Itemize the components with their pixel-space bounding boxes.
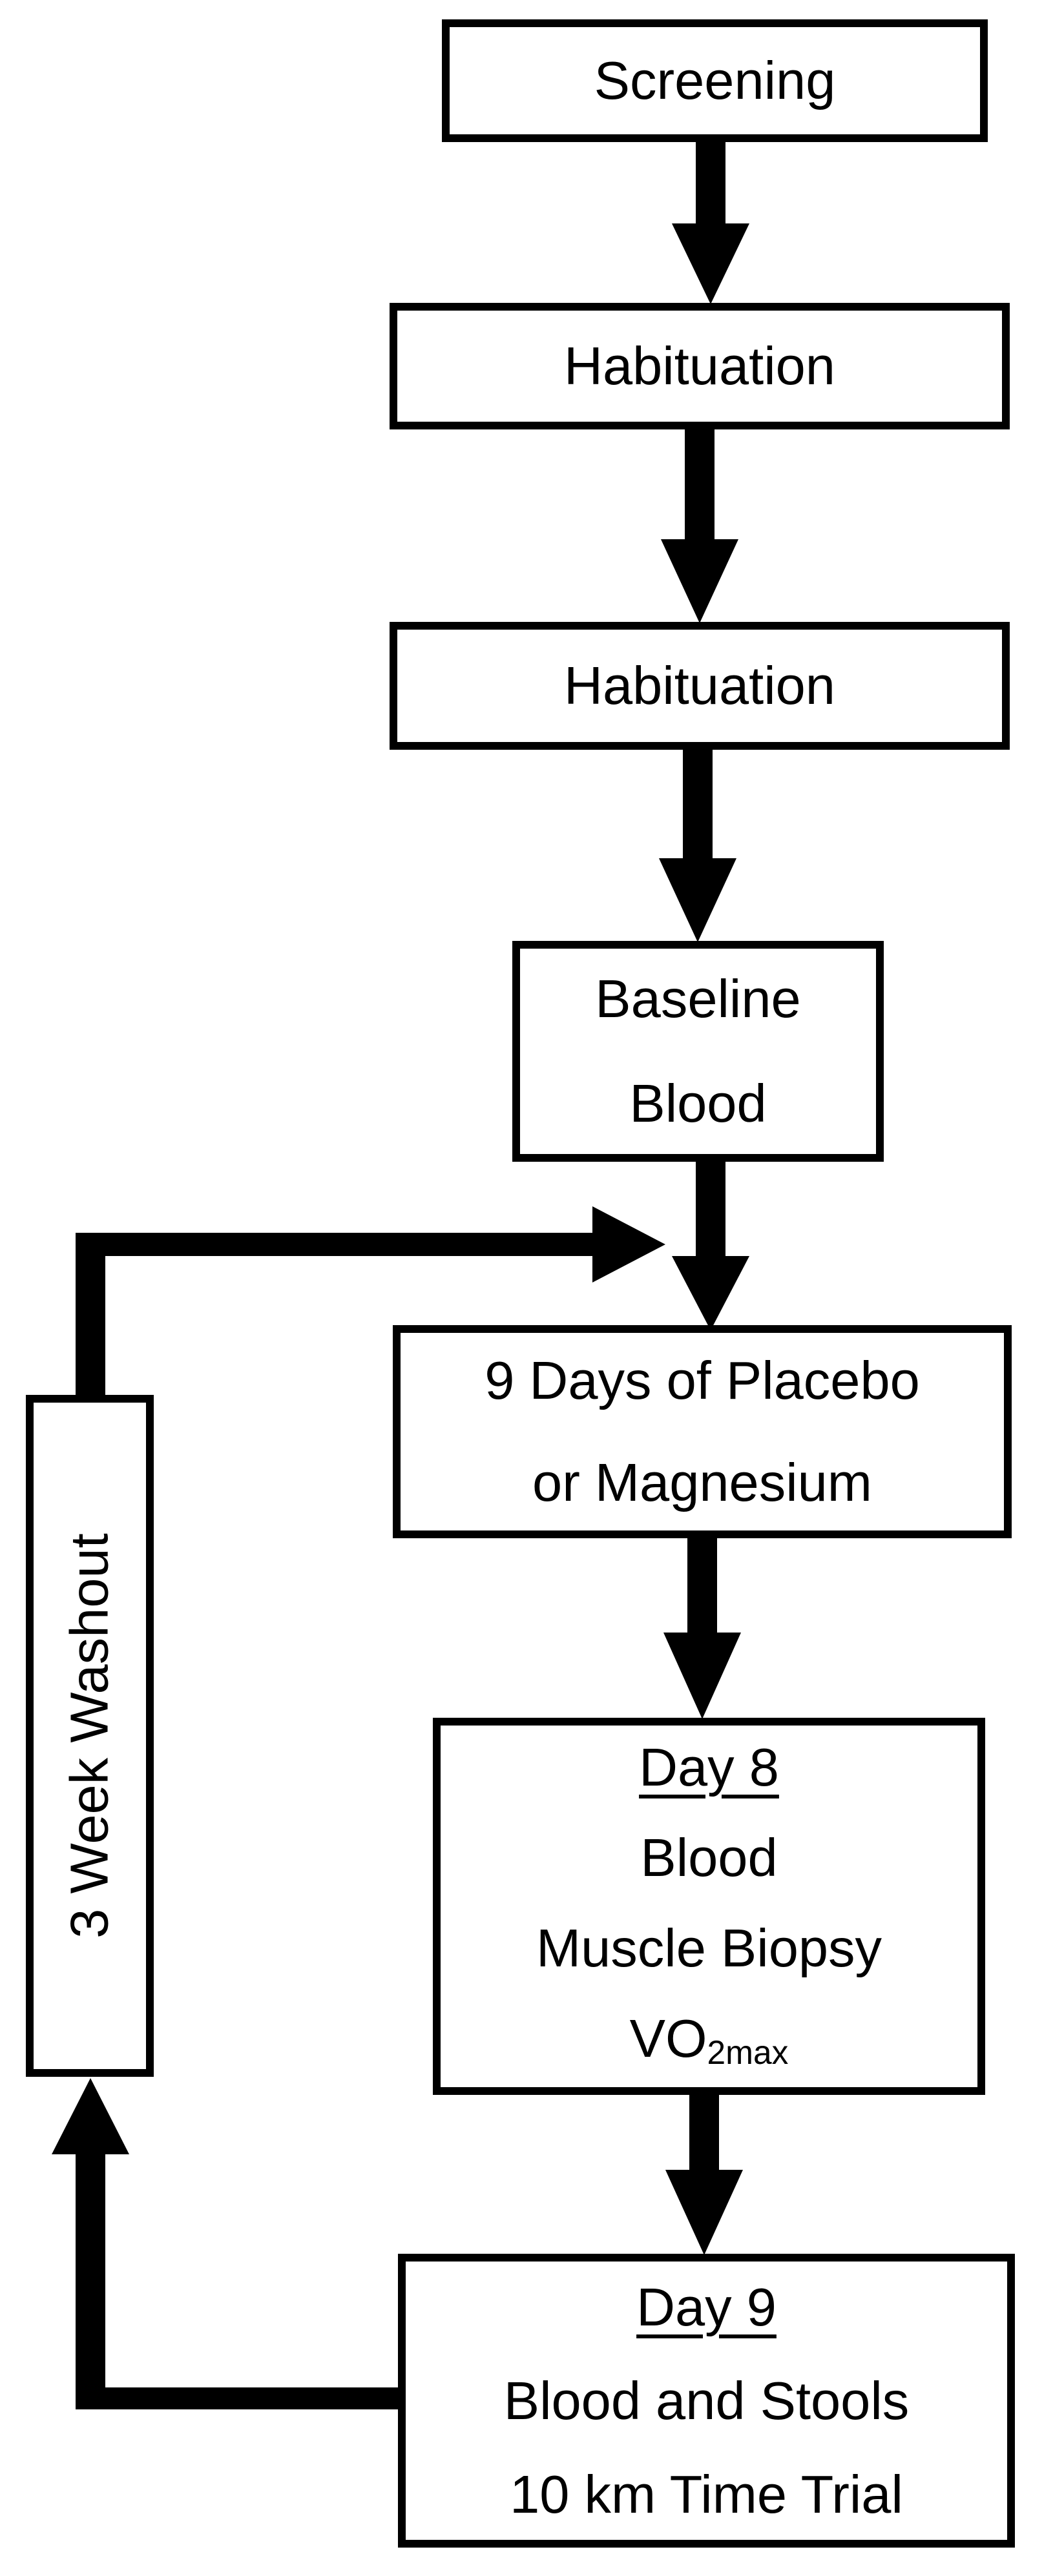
- arrow-head-up-icon: [52, 2078, 129, 2154]
- node-label-line: Blood and Stools: [503, 2371, 910, 2431]
- arrow-head-down-icon: [672, 1256, 749, 1330]
- arrow-habituation2-to-baseline: [659, 748, 736, 942]
- arrow-head-down-icon: [663, 1633, 741, 1719]
- arrow-washout-to-treatment-return: [76, 1206, 665, 1398]
- node-screening: Screening: [442, 19, 988, 142]
- arrow-shaft: [696, 1160, 725, 1257]
- arrow-shaft: [685, 428, 715, 541]
- arrow-head-right-icon: [592, 1206, 665, 1283]
- arrow-shaft: [683, 748, 713, 860]
- node-label: Habituation: [564, 655, 835, 716]
- arrow-shaft: [696, 141, 725, 225]
- node-label: Habituation: [564, 336, 835, 396]
- arrow-habituation1-to-habituation2: [661, 428, 738, 623]
- node-label-line: or Magnesium: [532, 1452, 872, 1512]
- node-treatment-period: 9 Days of Placebo or Magnesium: [393, 1325, 1012, 1538]
- node-label-line: 9 Days of Placebo: [485, 1350, 920, 1410]
- arrow-head-down-icon: [661, 539, 738, 623]
- node-label-line: Muscle Biopsy: [536, 1918, 882, 1978]
- node-day-8: Day 8 Blood Muscle Biopsy VO2max: [433, 1718, 985, 2095]
- node-baseline-blood: Baseline Blood: [512, 941, 884, 1162]
- node-label-line: Baseline: [595, 969, 801, 1029]
- arrow-head-down-icon: [665, 2170, 743, 2255]
- arrow-head-down-icon: [659, 858, 736, 942]
- arrow-head-down-icon: [672, 223, 749, 304]
- node-title: Day 9: [636, 2277, 777, 2337]
- node-label-vertical: 3 Week Washout: [59, 1533, 120, 1939]
- return-line-vertical: [76, 2150, 105, 2396]
- node-washout: 3 Week Washout: [26, 1395, 154, 2077]
- vo2max-subscript: 2max: [707, 2034, 789, 2072]
- arrow-day8-to-day9: [665, 2094, 743, 2255]
- node-title: Day 8: [639, 1737, 779, 1797]
- node-day-9: Day 9 Blood and Stools 10 km Time Trial: [398, 2254, 1015, 2548]
- node-label-line: 10 km Time Trial: [510, 2464, 903, 2524]
- vo2max-base: VO: [629, 2008, 707, 2068]
- return-line-horizontal: [76, 1233, 592, 1256]
- node-habituation-2: Habituation: [390, 622, 1010, 750]
- node-habituation-1: Habituation: [390, 303, 1010, 429]
- node-label-line: Blood: [629, 1073, 767, 1133]
- node-label-line: Blood: [640, 1828, 778, 1888]
- arrow-day9-to-washout-return: [52, 2078, 402, 2409]
- arrow-baseline-to-treatment: [672, 1160, 749, 1330]
- arrow-treatment-to-day8: [663, 1537, 741, 1719]
- arrow-shaft: [687, 1537, 717, 1633]
- node-label: Screening: [594, 50, 836, 110]
- return-line-horizontal: [76, 2387, 402, 2409]
- arrow-screening-to-habituation1: [672, 141, 749, 304]
- arrow-shaft: [689, 2094, 719, 2170]
- return-line-vertical: [76, 1244, 105, 1398]
- node-label-vo2max: VO2max: [630, 1994, 789, 2090]
